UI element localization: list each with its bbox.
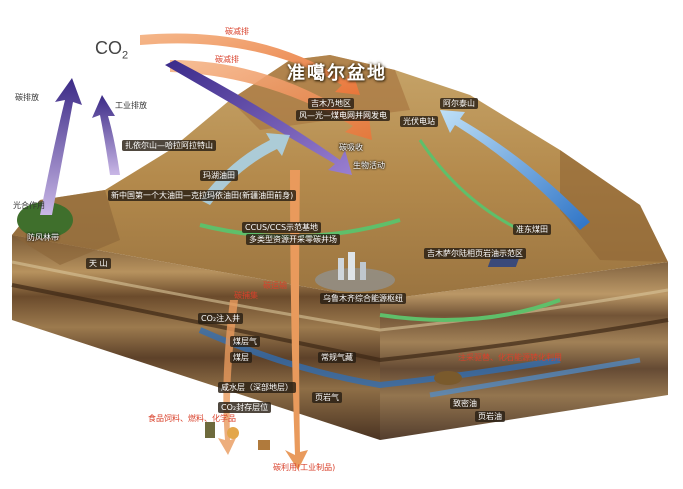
co2-label: CO2 <box>95 38 129 62</box>
shelterbelt-forest <box>17 202 73 238</box>
label-coalbed-gas: 煤层气 <box>230 336 260 347</box>
label-shale-gas: 页岩气 <box>312 392 342 403</box>
label-co2-inject: CO₂注入井 <box>198 313 244 324</box>
label-jimusar: 吉木萨尔陆相页岩油示范区 <box>424 248 526 259</box>
label-co2-capture: 碳捕集 <box>234 291 258 300</box>
label-saline: 咸水层（深部地层） <box>218 382 296 393</box>
label-jimunai: 吉木乃地区 <box>308 98 354 109</box>
label-enhanced-recovery: 注采驱替、化石能源转化利用 <box>458 353 562 362</box>
terrain-surface <box>12 55 668 300</box>
blue-transfer-arrow <box>440 110 590 230</box>
label-industrial-use: 碳利用(工业制品) <box>273 463 336 472</box>
label-reduce-1: 碳减排 <box>225 27 249 36</box>
label-ccus-sub: 多类型资源开采零碳井场 <box>246 234 340 245</box>
label-first-oilfield: 新中国第一个大油田—克拉玛依油田(新疆油田前身) <box>108 190 297 201</box>
label-ccus-base: CCUS/CCS示范基地 <box>242 222 322 233</box>
label-conventional-gas: 常规气藏 <box>318 352 356 363</box>
label-urumqi: 乌鲁木齐综合能源枢纽 <box>320 293 406 304</box>
label-shelterbelt: 防风林带 <box>27 233 59 242</box>
emission-diagonal-arrow <box>165 60 352 175</box>
label-industrial: 工业排放 <box>115 101 147 110</box>
label-coal-seam: 煤层 <box>230 352 252 363</box>
label-co2-storage: CO₂封存层位 <box>218 402 272 413</box>
industrial-emission-arrow <box>92 95 120 175</box>
carbon-use-arrow <box>285 170 308 470</box>
diagram-title: 准噶尔盆地 <box>287 63 387 84</box>
drill-bit-icon <box>434 371 462 385</box>
saline-layer <box>198 327 561 389</box>
label-tight-oil: 致密油 <box>450 398 480 409</box>
chemical-flask-icon <box>227 427 239 439</box>
label-emission: 碳排放 <box>15 93 39 102</box>
label-altai: 阿尔泰山 <box>440 98 478 109</box>
carbon-reduce-arrow-1 <box>140 33 360 95</box>
label-reduce-2: 碳减排 <box>215 55 239 64</box>
carbon-reduce-arrow-2 <box>170 60 372 140</box>
label-tianshan: 天 山 <box>86 258 111 269</box>
label-solar-station: 光伏电站 <box>400 116 438 127</box>
label-absorb: 碳吸收 <box>339 143 363 152</box>
label-kelamayi-wind: 扎依尔山—哈拉阿拉特山 <box>122 140 216 151</box>
label-shale-oil: 页岩油 <box>475 411 505 422</box>
fuel-can-icon <box>205 422 215 438</box>
label-co2-transport: 碳运输 <box>263 281 287 290</box>
label-zhundong: 准东煤田 <box>513 224 551 235</box>
label-wind-solar: 风—光—煤电网并网发电 <box>296 110 390 121</box>
label-bio-activity: 生物活动 <box>353 161 385 170</box>
label-mahu: 玛湖油田 <box>200 170 238 181</box>
label-photosynthesis: 光合作用 <box>13 201 45 210</box>
carbon-emission-arrow <box>40 78 82 215</box>
label-products: 食品饲料、燃料、化学品 <box>148 414 236 423</box>
industrial-product-icon <box>258 440 270 450</box>
